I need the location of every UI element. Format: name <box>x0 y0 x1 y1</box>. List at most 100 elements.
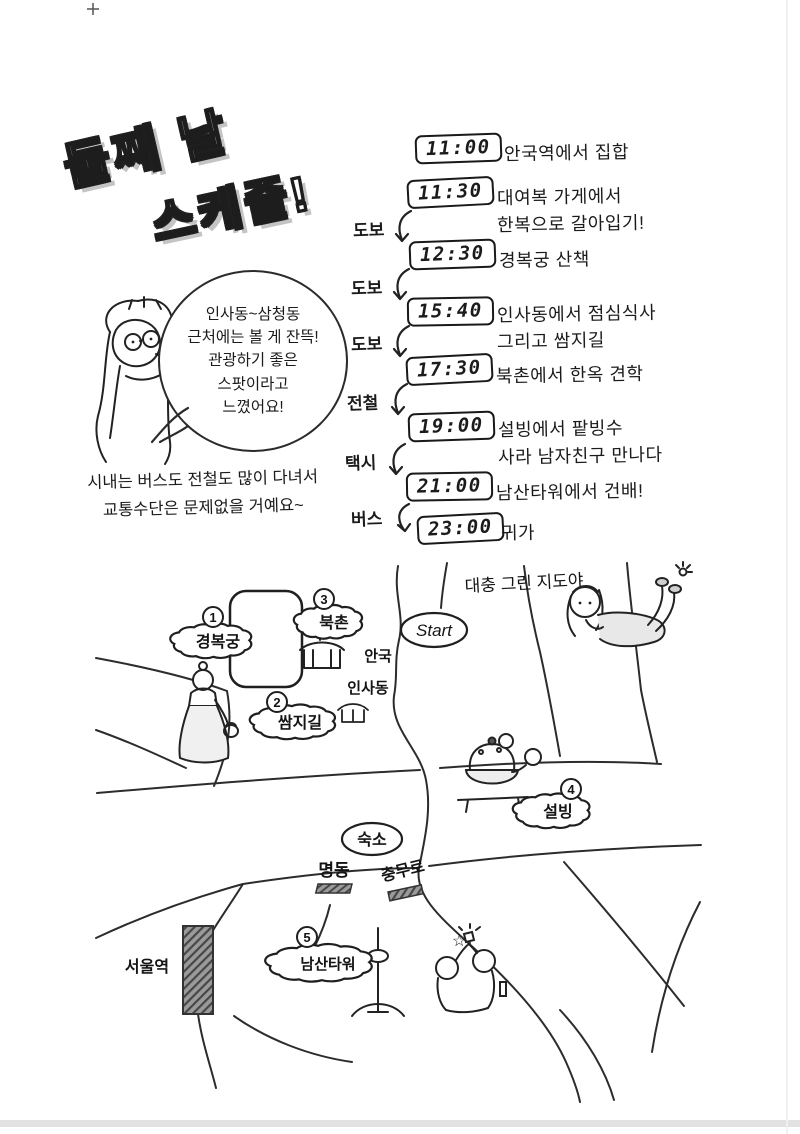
route-arrow-icon <box>390 382 409 416</box>
spot-label-namsan: 남산타워 <box>300 956 355 973</box>
transport-label: 도보 <box>350 334 383 355</box>
transport-label: 전철 <box>346 393 379 414</box>
road-line <box>559 1009 615 1101</box>
road-line <box>95 657 228 692</box>
sukso-label: 숙소 <box>357 831 387 849</box>
glasses-bridge <box>139 339 144 342</box>
toast-people-doodle <box>435 923 507 1014</box>
road-line <box>563 861 685 1007</box>
spot-number-circle <box>313 588 335 610</box>
crop-mark-icon <box>87 3 99 15</box>
shoulder-line <box>125 373 163 381</box>
spot-label-gyeongbokgung: 경복궁 <box>196 633 240 651</box>
speech-line: 근처에는 볼 게 잔뜩! <box>187 329 319 347</box>
girl-eye <box>588 601 592 605</box>
girl-lying-doodle <box>566 561 693 648</box>
spot-label-bukchon: 북촌 <box>319 614 349 632</box>
sukso-oval <box>340 821 404 857</box>
spot-number: 4 <box>567 782 575 797</box>
road-line <box>96 769 421 794</box>
schedule-label: 경복궁 산책 <box>498 249 590 271</box>
start-oval <box>399 611 469 649</box>
hair-left <box>95 331 111 463</box>
spot-number-circle <box>202 606 224 628</box>
map-caption: 대충 그린 지도야 <box>464 571 584 596</box>
schedule-label: 북촌에서 한옥 견학 <box>495 363 644 387</box>
transport-label: 버스 <box>350 509 383 530</box>
myeongdong-station-mark <box>314 883 353 894</box>
scan-edge-bar <box>0 1120 800 1127</box>
speech-bubble-tail <box>150 406 190 444</box>
transport-label: 택시 <box>344 453 377 474</box>
road-line <box>95 729 187 769</box>
glasses-left-lens <box>124 333 142 351</box>
chungmuro-station-mark <box>387 884 425 902</box>
scan-edge-line <box>786 0 788 1134</box>
schedule-label: 사라 남자친구 만나다 <box>497 444 663 468</box>
time-box: 11:30 <box>406 175 495 210</box>
speech-line: 느꼈어요! <box>222 398 284 416</box>
road-line <box>439 760 662 769</box>
time-box: 12:30 <box>408 238 497 271</box>
hand-drawn-map: 대충 그린 지도야 <box>95 561 702 1103</box>
schedule-label: 한복으로 갈아입기! <box>496 212 645 236</box>
route-arrow-icon <box>396 502 412 533</box>
spot-number: 3 <box>320 592 327 607</box>
spot-number: 5 <box>303 930 310 945</box>
road-line <box>428 844 702 867</box>
road-line <box>242 867 420 885</box>
route-arrow-icon <box>392 324 411 358</box>
route-arrow-icon <box>394 209 413 243</box>
transport-note: 시내는 버스도 전철도 많이 다녀서 교통수단은 문제없을 거예요~ <box>57 462 348 526</box>
spot-number: 2 <box>273 695 280 710</box>
spot-number-circle <box>560 778 582 800</box>
road-line <box>417 867 581 1103</box>
schedule-label: 대여복 가게에서 <box>496 185 623 209</box>
schedule-label: 남산타워에서 건배! <box>495 480 644 504</box>
road-line <box>440 562 448 609</box>
transport-label: 도보 <box>352 220 385 241</box>
transport-label: 도보 <box>350 278 383 299</box>
spot-label-sulbing: 설빙 <box>543 803 572 821</box>
time-box: 11:00 <box>414 132 503 165</box>
road-line <box>651 901 701 1053</box>
star-doodle: ☆ <box>452 933 466 950</box>
spot-number: 1 <box>209 610 216 625</box>
schedule-label: 인사동에서 점심식사 <box>496 302 657 326</box>
speech-bubble: 인사동~삼청동 근처에는 볼 게 잔뜩! 관광하기 좋은 스팟이라고 느꼈어요! <box>158 270 348 452</box>
spot-label-ssamzigil: 쌈지길 <box>278 714 322 732</box>
spot-number-circle <box>296 926 318 948</box>
seoul-station-label: 서울역 <box>125 958 169 976</box>
girl-eye <box>578 601 582 605</box>
eye-right <box>149 337 153 341</box>
road-line <box>233 1015 353 1063</box>
speech-line: 관광하기 좋은 <box>208 352 298 370</box>
road-line <box>197 1013 217 1089</box>
schedule-label: 안국역에서 집합 <box>503 141 630 165</box>
schedule-label: 귀가 <box>500 522 536 544</box>
road-line <box>392 565 430 869</box>
time-box: 19:00 <box>407 410 496 443</box>
eye-left <box>131 340 135 344</box>
time-box: 15:40 <box>406 296 494 327</box>
road-line <box>95 883 244 939</box>
body-line <box>109 365 121 439</box>
spot-number-circle <box>266 691 288 713</box>
myeongdong-label: 명동 <box>318 861 350 880</box>
road-line <box>523 565 561 757</box>
hanbok-girl-doodle <box>178 661 239 764</box>
bingsu-doodle <box>457 733 542 813</box>
time-box: 17:30 <box>405 352 494 387</box>
road-line <box>626 562 658 763</box>
insadong-label: 인사동 <box>347 679 389 697</box>
speech-line: 인사동~삼청동 <box>205 305 301 323</box>
hanok-doodle <box>337 703 369 723</box>
anguk-label: 안국 <box>364 647 392 665</box>
time-box: 21:00 <box>405 471 493 502</box>
schedule-label: 그리고 쌈지길 <box>496 330 606 352</box>
route-arrow-icon <box>388 442 407 476</box>
speech-line: 스팟이라고 <box>217 375 289 393</box>
seoul-station-block <box>182 925 214 1015</box>
face <box>111 318 162 368</box>
